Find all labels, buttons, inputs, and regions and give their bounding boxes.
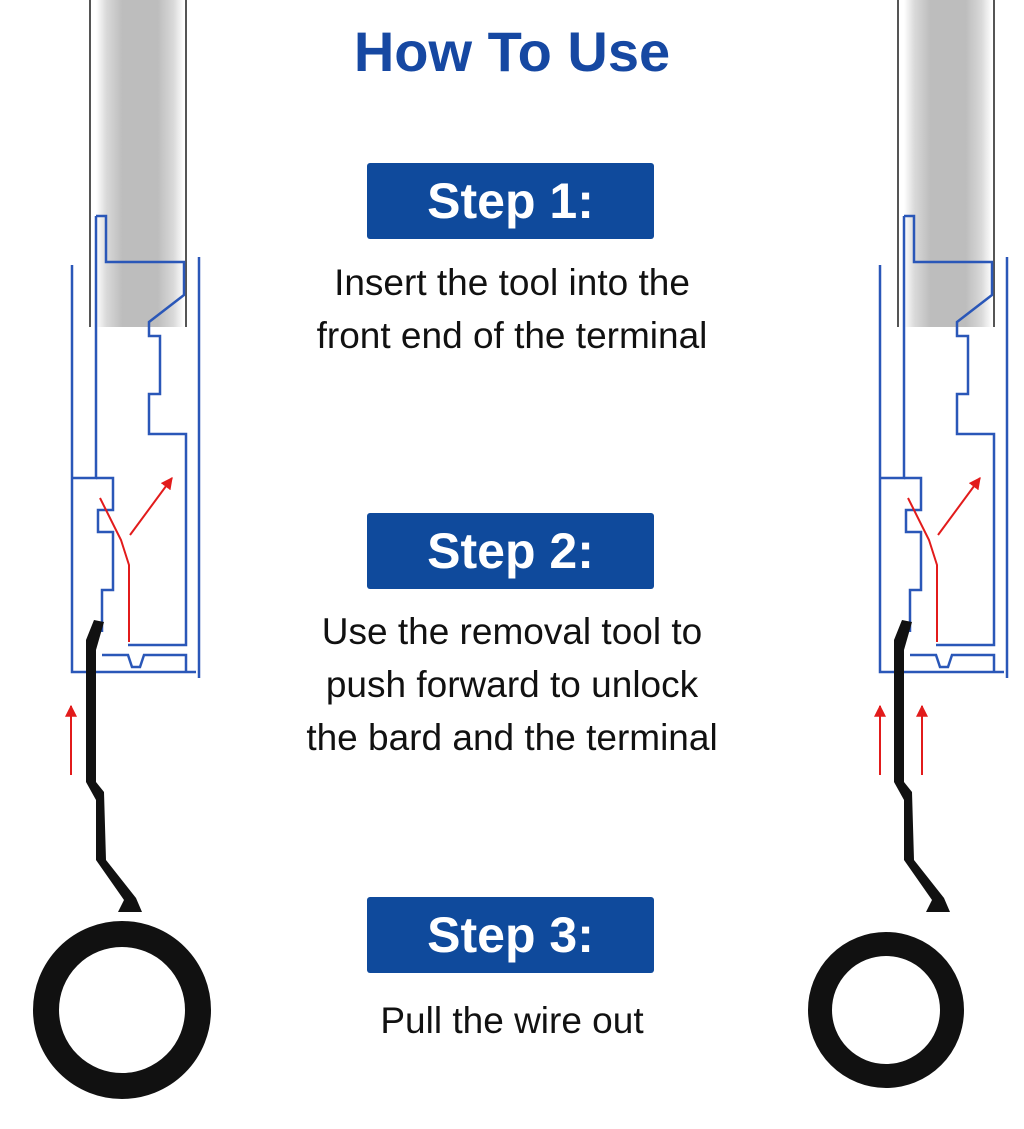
step-1-badge: Step 1:: [367, 163, 654, 239]
step-1-line-1: Insert the tool into the: [334, 262, 690, 303]
arrows-right: [874, 477, 981, 775]
step-2-line-3: the bard and the terminal: [306, 717, 718, 758]
step-1-line-2: front end of the terminal: [316, 315, 708, 356]
right-diagram: [808, 0, 1009, 1088]
step-2-badge: Step 2:: [367, 513, 654, 589]
step-3-line-1: Pull the wire out: [380, 1000, 644, 1041]
connector-outline-left: [70, 214, 201, 678]
step-1-description: Insert the tool into the front end of th…: [232, 256, 792, 362]
step-1-label: Step 1:: [427, 173, 594, 229]
removal-tool-right: [808, 620, 964, 1088]
left-diagram: [33, 0, 211, 1099]
connector-outline-right: [878, 214, 1009, 678]
wire-left: [89, 0, 187, 327]
step-3-label: Step 3:: [427, 907, 594, 963]
step-2-line-1: Use the removal tool to: [321, 611, 703, 652]
step-3-description: Pull the wire out: [232, 994, 792, 1047]
removal-tool-left: [33, 620, 211, 1099]
page-title: How To Use: [353, 20, 671, 83]
arrows-left: [65, 477, 173, 775]
step-3-badge: Step 3:: [367, 897, 654, 973]
wire-right: [897, 0, 995, 327]
step-2-label: Step 2:: [427, 523, 594, 579]
step-2-description: Use the removal tool to push forward to …: [232, 605, 792, 764]
step-2-line-2: push forward to unlock: [325, 664, 699, 705]
